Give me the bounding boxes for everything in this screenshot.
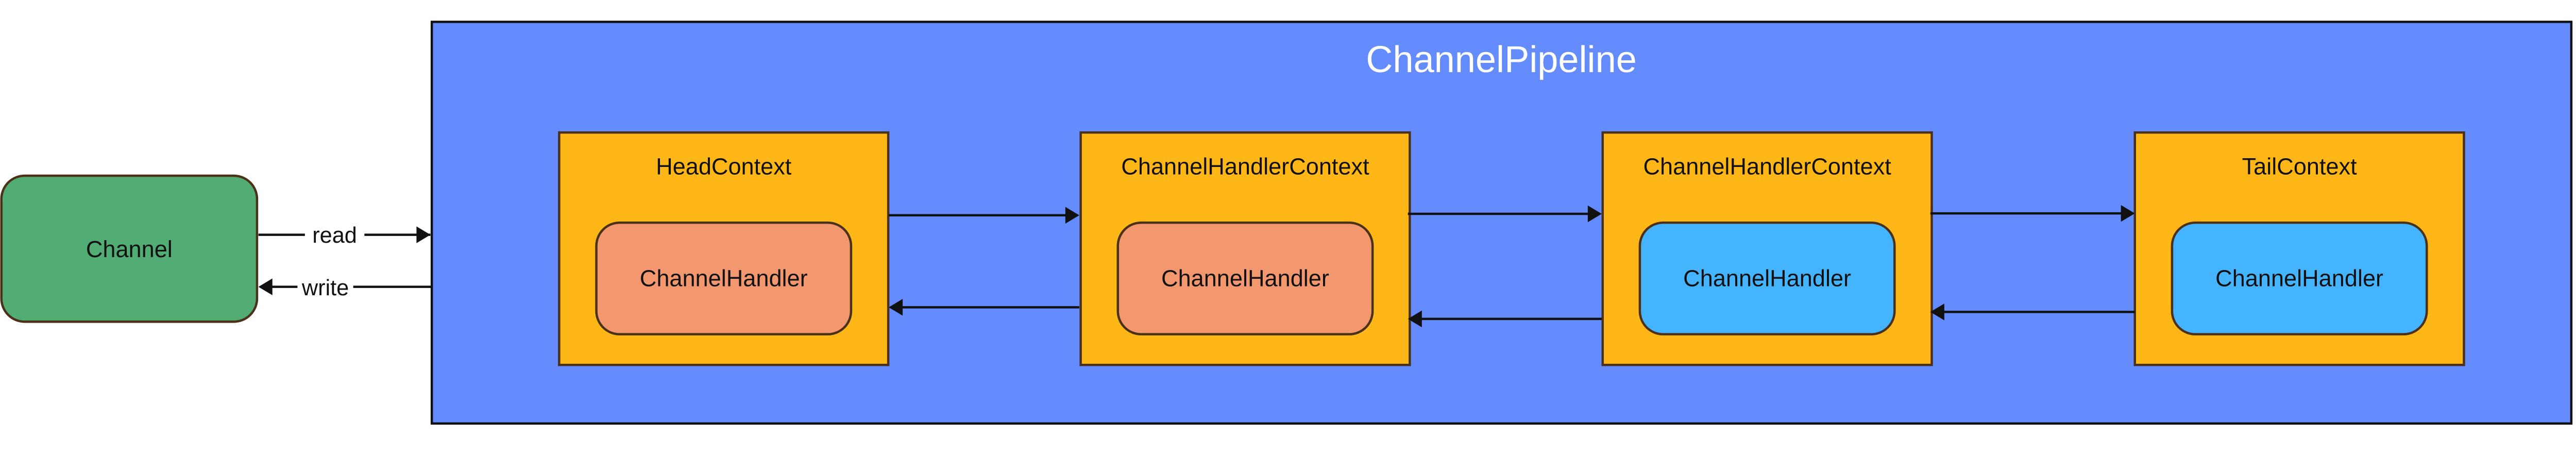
read-edge: read [258,221,431,248]
handler-label: ChannelHandler [640,265,808,292]
write-label: write [301,276,349,300]
arrowhead-icon [2121,205,2135,222]
handler-label: ChannelHandler [1683,265,1851,292]
context-group: HeadContextChannelHandlerChannelHandlerC… [558,131,2465,366]
forward-edge [888,207,1079,224]
handler-box [1638,221,1896,335]
backward-edge [1930,304,2135,321]
pipeline-diagram: Channel ChannelPipeline read write HeadC… [0,21,2573,425]
read-label: read [312,223,357,248]
forward-edge [1930,205,2135,222]
arrowhead-icon [1408,310,1422,328]
arrowhead-icon [416,226,431,243]
arrowhead-icon [1587,205,1602,223]
handler-box [595,221,853,335]
handler-label: ChannelHandler [2215,265,2383,292]
arrowhead-icon [1065,207,1079,224]
backward-edge [1408,310,1602,328]
handler-label: ChannelHandler [1161,265,1329,292]
pipeline-title: ChannelPipeline [1366,39,1637,80]
context-label: TailContext [2242,153,2358,179]
handler-box [1116,221,1374,335]
context-label: ChannelHandlerContext [1643,153,1891,179]
arrowhead-icon [258,278,273,295]
write-edge: write [258,275,432,300]
context-label: HeadContext [656,153,792,179]
context-label: ChannelHandlerContext [1121,153,1369,179]
forward-edge [1408,205,1602,223]
arrowhead-icon [888,299,903,316]
channel-node: Channel [0,174,259,323]
handler-box [2171,221,2428,335]
channel-label: Channel [86,236,173,262]
arrowhead-icon [1930,304,1944,321]
backward-edge [888,299,1079,316]
